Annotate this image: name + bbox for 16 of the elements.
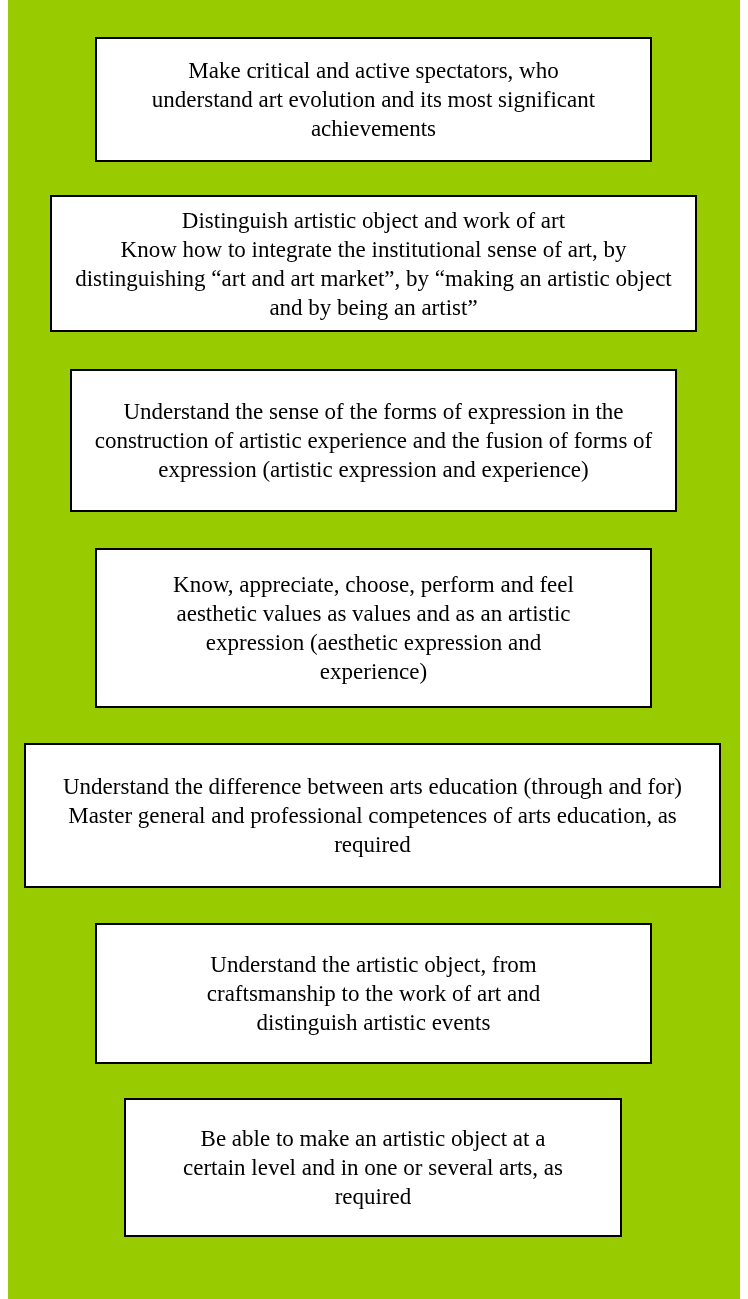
statement-text: Understand the artistic object, from craftsmanship to the work of art and distinguish artistic events: [205, 951, 542, 1037]
text-box: [124, 1098, 622, 1237]
text-box: [70, 369, 677, 512]
text-box: [95, 37, 652, 162]
text-box: [95, 548, 652, 708]
statement-text: Know, appreciate, choose, perform and feel aesthetic values as values and as an artistic expression (aesthetic expression and experience): [172, 571, 575, 686]
statement-text: Understand the difference between arts education (through and for): [62, 773, 682, 801]
text-box: [50, 195, 697, 332]
text-box: [24, 743, 721, 888]
statement-text: Make critical and active spectators, who understand art evolution and its most significant achievements: [150, 57, 597, 143]
statement-text: Know how to integrate the institutional sense of art, by distinguishing “art and art market”, by “making an artistic object and by being an artist”: [74, 235, 673, 322]
statement-text: Understand the sense of the forms of expression in the construction of artistic experience and the fusion of forms of expression (artistic expression and experience): [93, 398, 654, 484]
statement-text: Be able to make an artistic object at a certain level and in one or several arts, as required: [183, 1125, 563, 1211]
statement-text: Distinguish artistic object and work of art: [181, 206, 566, 235]
text-box: [95, 923, 652, 1064]
statement-text: Master general and professional competences of arts education, as required: [67, 802, 678, 859]
